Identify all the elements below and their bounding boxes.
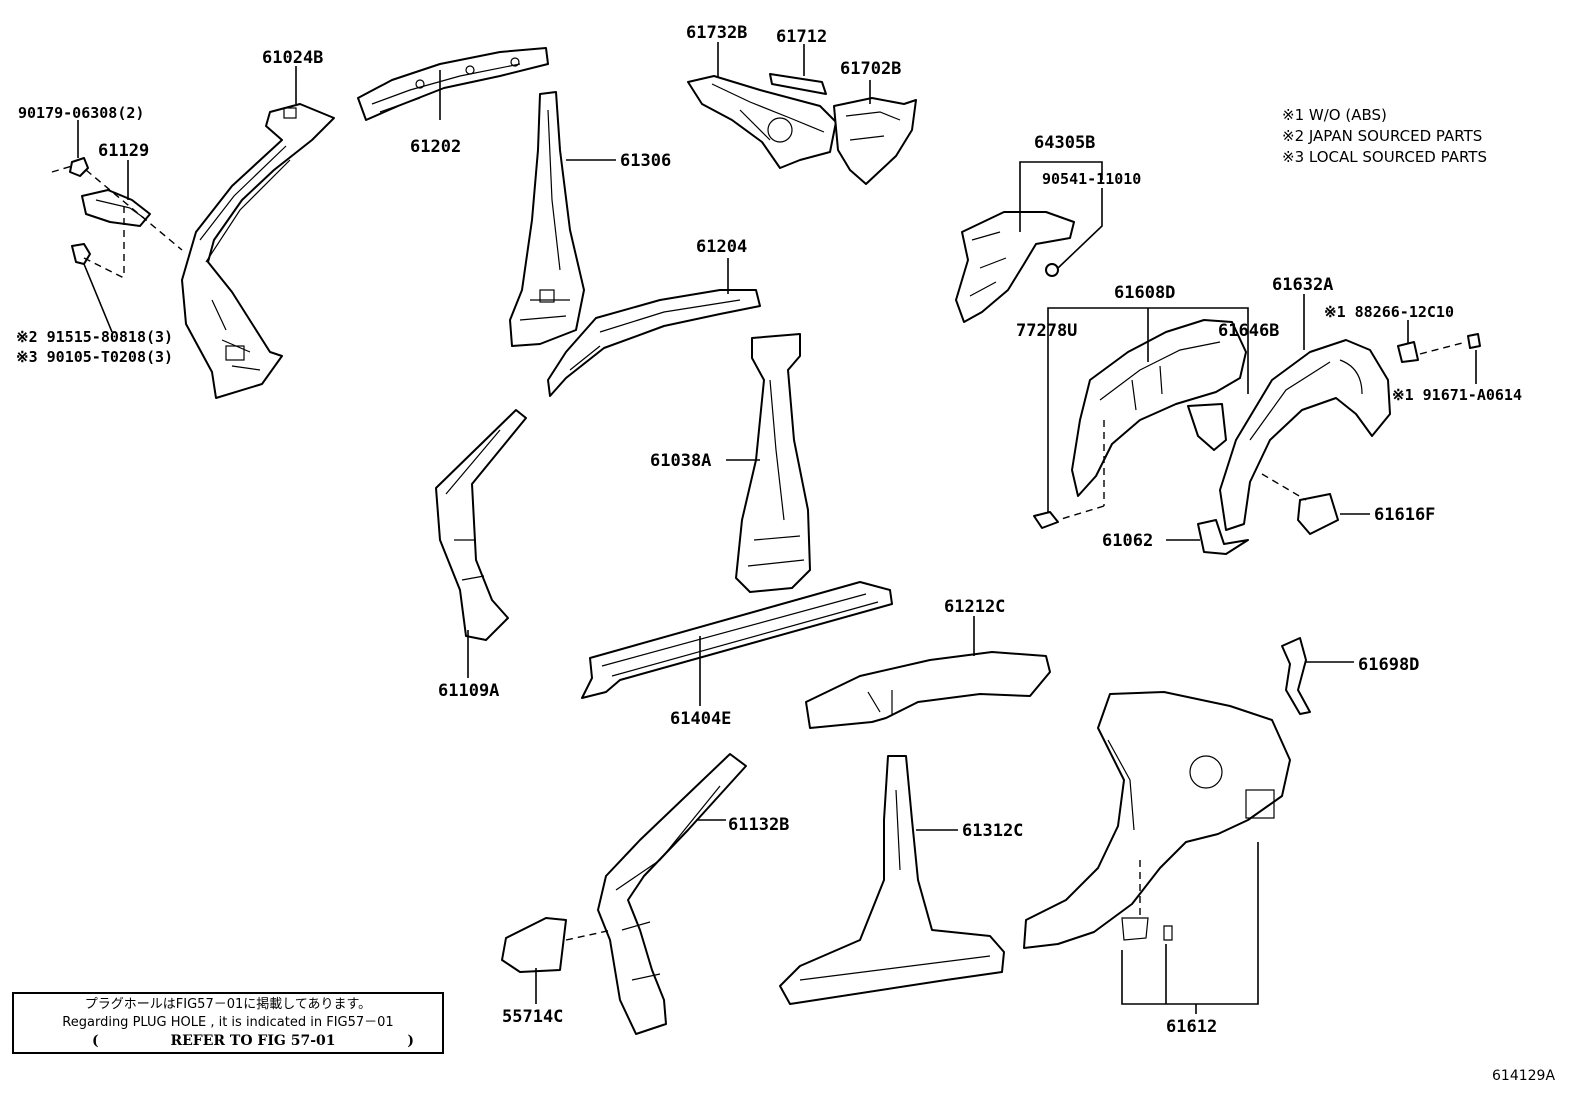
part-61404E-drawing (581, 581, 893, 699)
part-61129-drawing (51, 157, 183, 279)
part-61038A-drawing (735, 333, 811, 593)
part-61608D-drawing (1071, 319, 1247, 497)
part-61612-drawing (1023, 691, 1291, 949)
part-61702B-drawing (833, 97, 917, 185)
legend-line-3: ※3 LOCAL SOURCED PARTS (1282, 148, 1487, 166)
part-61024B-drawing (181, 103, 335, 399)
part-61698D-drawing (1281, 637, 1311, 715)
label-61712: 61712 (776, 27, 827, 47)
leader-lines (77, 42, 1477, 1014)
legend: ※1 W/O (ABS) ※2 JAPAN SOURCED PARTS ※3 L… (1282, 106, 1487, 166)
label-91671-A0614: ※1 91671-A0614 (1392, 386, 1522, 404)
label-61404E: 61404E (670, 709, 731, 729)
label-61202: 61202 (410, 137, 461, 157)
part-61202-drawing (357, 47, 549, 121)
plug-note-japanese: プラグホールはFIG57－01に掲載してあります。 (84, 997, 372, 1012)
part-61204-drawing (547, 289, 761, 397)
label-61732B: 61732B (686, 23, 747, 43)
label-91515-80818: ※2 91515-80818(3) (16, 328, 173, 346)
part-61712-drawing (769, 73, 827, 95)
label-61038A: 61038A (650, 451, 711, 471)
label-61702B: 61702B (840, 59, 901, 79)
part-64305B-drawing (955, 211, 1075, 323)
label-61109A: 61109A (438, 681, 499, 701)
plug-note-reference: REFER TO FIG 57-01 (170, 1033, 336, 1049)
label-61212C: 61212C (944, 597, 1005, 617)
label-61616F: 61616F (1374, 505, 1435, 525)
label-61632A: 61632A (1272, 275, 1333, 295)
dashed-link-3 (1057, 505, 1105, 521)
figure-id: 614129A (1492, 1068, 1555, 1084)
part-61062-drawing (1197, 519, 1249, 555)
legend-line-2: ※2 JAPAN SOURCED PARTS (1282, 127, 1482, 145)
label-90179-06308: 90179-06308(2) (18, 104, 144, 122)
part-88266-drawing (1397, 333, 1481, 363)
label-61612: 61612 (1166, 1017, 1217, 1037)
part-61306-drawing (509, 91, 585, 347)
legend-line-1: ※1 W/O (ABS) (1282, 106, 1387, 124)
label-61129: 61129 (98, 141, 149, 161)
label-61306: 61306 (620, 151, 671, 171)
label-88266-12C10: ※1 88266-12C10 (1324, 303, 1454, 321)
label-61646B: 61646B (1218, 321, 1279, 341)
label-61132B: 61132B (728, 815, 789, 835)
label-61204: 61204 (696, 237, 747, 257)
close-paren: ) (407, 1033, 414, 1049)
label-77278U: 77278U (1016, 321, 1077, 341)
part-61109A-drawing (435, 409, 527, 641)
plug-note-reference-row: ( REFER TO FIG 57-01 ) (14, 1032, 442, 1050)
part-61212C-drawing (805, 651, 1051, 729)
part-61132B-drawing (597, 753, 747, 1035)
label-90541-11010: 90541-11010 (1042, 170, 1141, 188)
part-61646B-drawing (1187, 403, 1227, 451)
part-61312C-drawing (779, 755, 1005, 1005)
plug-note-english: Regarding PLUG HOLE , it is indicated in… (62, 1015, 394, 1030)
label-61062: 61062 (1102, 531, 1153, 551)
part-55714C-drawing (501, 917, 613, 973)
label-61024B: 61024B (262, 48, 323, 68)
label-55714C: 55714C (502, 1007, 563, 1027)
part-61632A-drawing (1219, 339, 1391, 535)
label-90105-T0208: ※3 90105-T0208(3) (16, 348, 173, 366)
label-64305B: 64305B (1034, 133, 1095, 153)
part-labels: 61024B 90179-06308(2) 61129 ※2 91515-808… (16, 23, 1522, 1037)
part-77278U-drawing (1033, 511, 1059, 529)
plug-hole-note: プラグホールはFIG57－01に掲載してあります。 Regarding PLUG… (12, 992, 444, 1054)
part-61732B-drawing (687, 75, 837, 169)
label-61312C: 61312C (962, 821, 1023, 841)
open-paren: ( (92, 1033, 99, 1049)
label-61608D: 61608D (1114, 283, 1175, 303)
label-61698D: 61698D (1358, 655, 1419, 675)
